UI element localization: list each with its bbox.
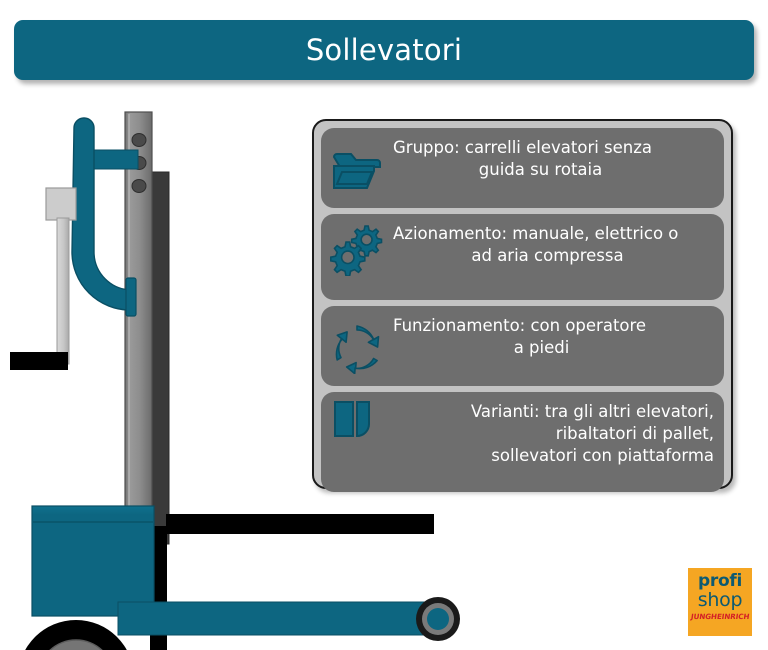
info-row-gruppo-line2: guida su rotaia — [478, 159, 603, 179]
info-row-azionamento: Azionamento: manuale, elettrico o ad ari… — [321, 214, 724, 300]
stacker-lift-truck-illustration — [0, 90, 480, 650]
mast-hole-3 — [131, 179, 147, 193]
info-row-azionamento-line1: Azionamento: manuale, elettrico o — [393, 224, 679, 243]
drive-wheel-tire — [25, 620, 127, 650]
info-row-azionamento-text: Azionamento: manuale, elettrico o ad ari… — [393, 214, 724, 267]
logo-text-shop: shop — [697, 589, 743, 611]
folder-open-icon — [321, 128, 393, 208]
caster-wheel-center — [427, 608, 449, 630]
info-row-varianti-line2: ribaltatori di pallet, — [555, 423, 714, 443]
info-row-funzionamento: Funzionamento: con operatore a piedi — [321, 306, 724, 386]
rear-column — [151, 171, 170, 545]
info-row-varianti: Varianti: tra gli altri elevatori, ribal… — [321, 392, 724, 492]
info-row-varianti-line3: sollevatori con piattaforma — [491, 445, 714, 465]
illustration-svg — [10, 111, 460, 650]
fork-tine-upper — [10, 352, 68, 370]
drive-unit-body — [31, 505, 155, 617]
rod-head-block — [45, 187, 77, 221]
info-panel: Gruppo: carrelli elevatori senza guida s… — [312, 119, 733, 492]
drive-wheel-hub — [49, 639, 103, 650]
info-row-funzionamento-text: Funzionamento: con operatore a piedi — [393, 306, 724, 359]
handle-bar — [71, 117, 133, 311]
info-row-funzionamento-line1: Funzionamento: con operatore — [393, 316, 647, 335]
profishop-logo[interactable]: profi shop JUNGHEINRICH — [688, 568, 752, 636]
info-row-gruppo-text: Gruppo: carrelli elevatori senza guida s… — [393, 128, 724, 181]
gears-icon — [321, 214, 393, 300]
fork-tine-right — [166, 514, 434, 534]
info-row-funzionamento-line2: a piedi — [513, 337, 570, 357]
recycle-arrows-icon — [321, 306, 393, 386]
page-header-banner: Sollevatori — [14, 20, 754, 80]
info-row-varianti-text: Varianti: tra gli altri elevatori, ribal… — [393, 392, 724, 467]
handle-mount — [125, 277, 137, 317]
book-variants-icon — [321, 392, 393, 492]
logo-text-jungheinrich: JUNGHEINRICH — [690, 612, 750, 621]
page-title: Sollevatori — [305, 33, 463, 67]
info-row-gruppo-line1: Gruppo: carrelli elevatori senza — [393, 138, 653, 157]
mast-hole-1 — [131, 133, 147, 147]
info-row-azionamento-line2: ad aria compressa — [471, 245, 624, 265]
info-row-gruppo: Gruppo: carrelli elevatori senza guida s… — [321, 128, 724, 208]
info-row-varianti-line1: Varianti: tra gli altri elevatori, — [470, 402, 714, 421]
lifting-rod — [56, 217, 70, 365]
chassis-leg — [117, 601, 434, 636]
logo-text-profi: profi — [698, 571, 742, 591]
